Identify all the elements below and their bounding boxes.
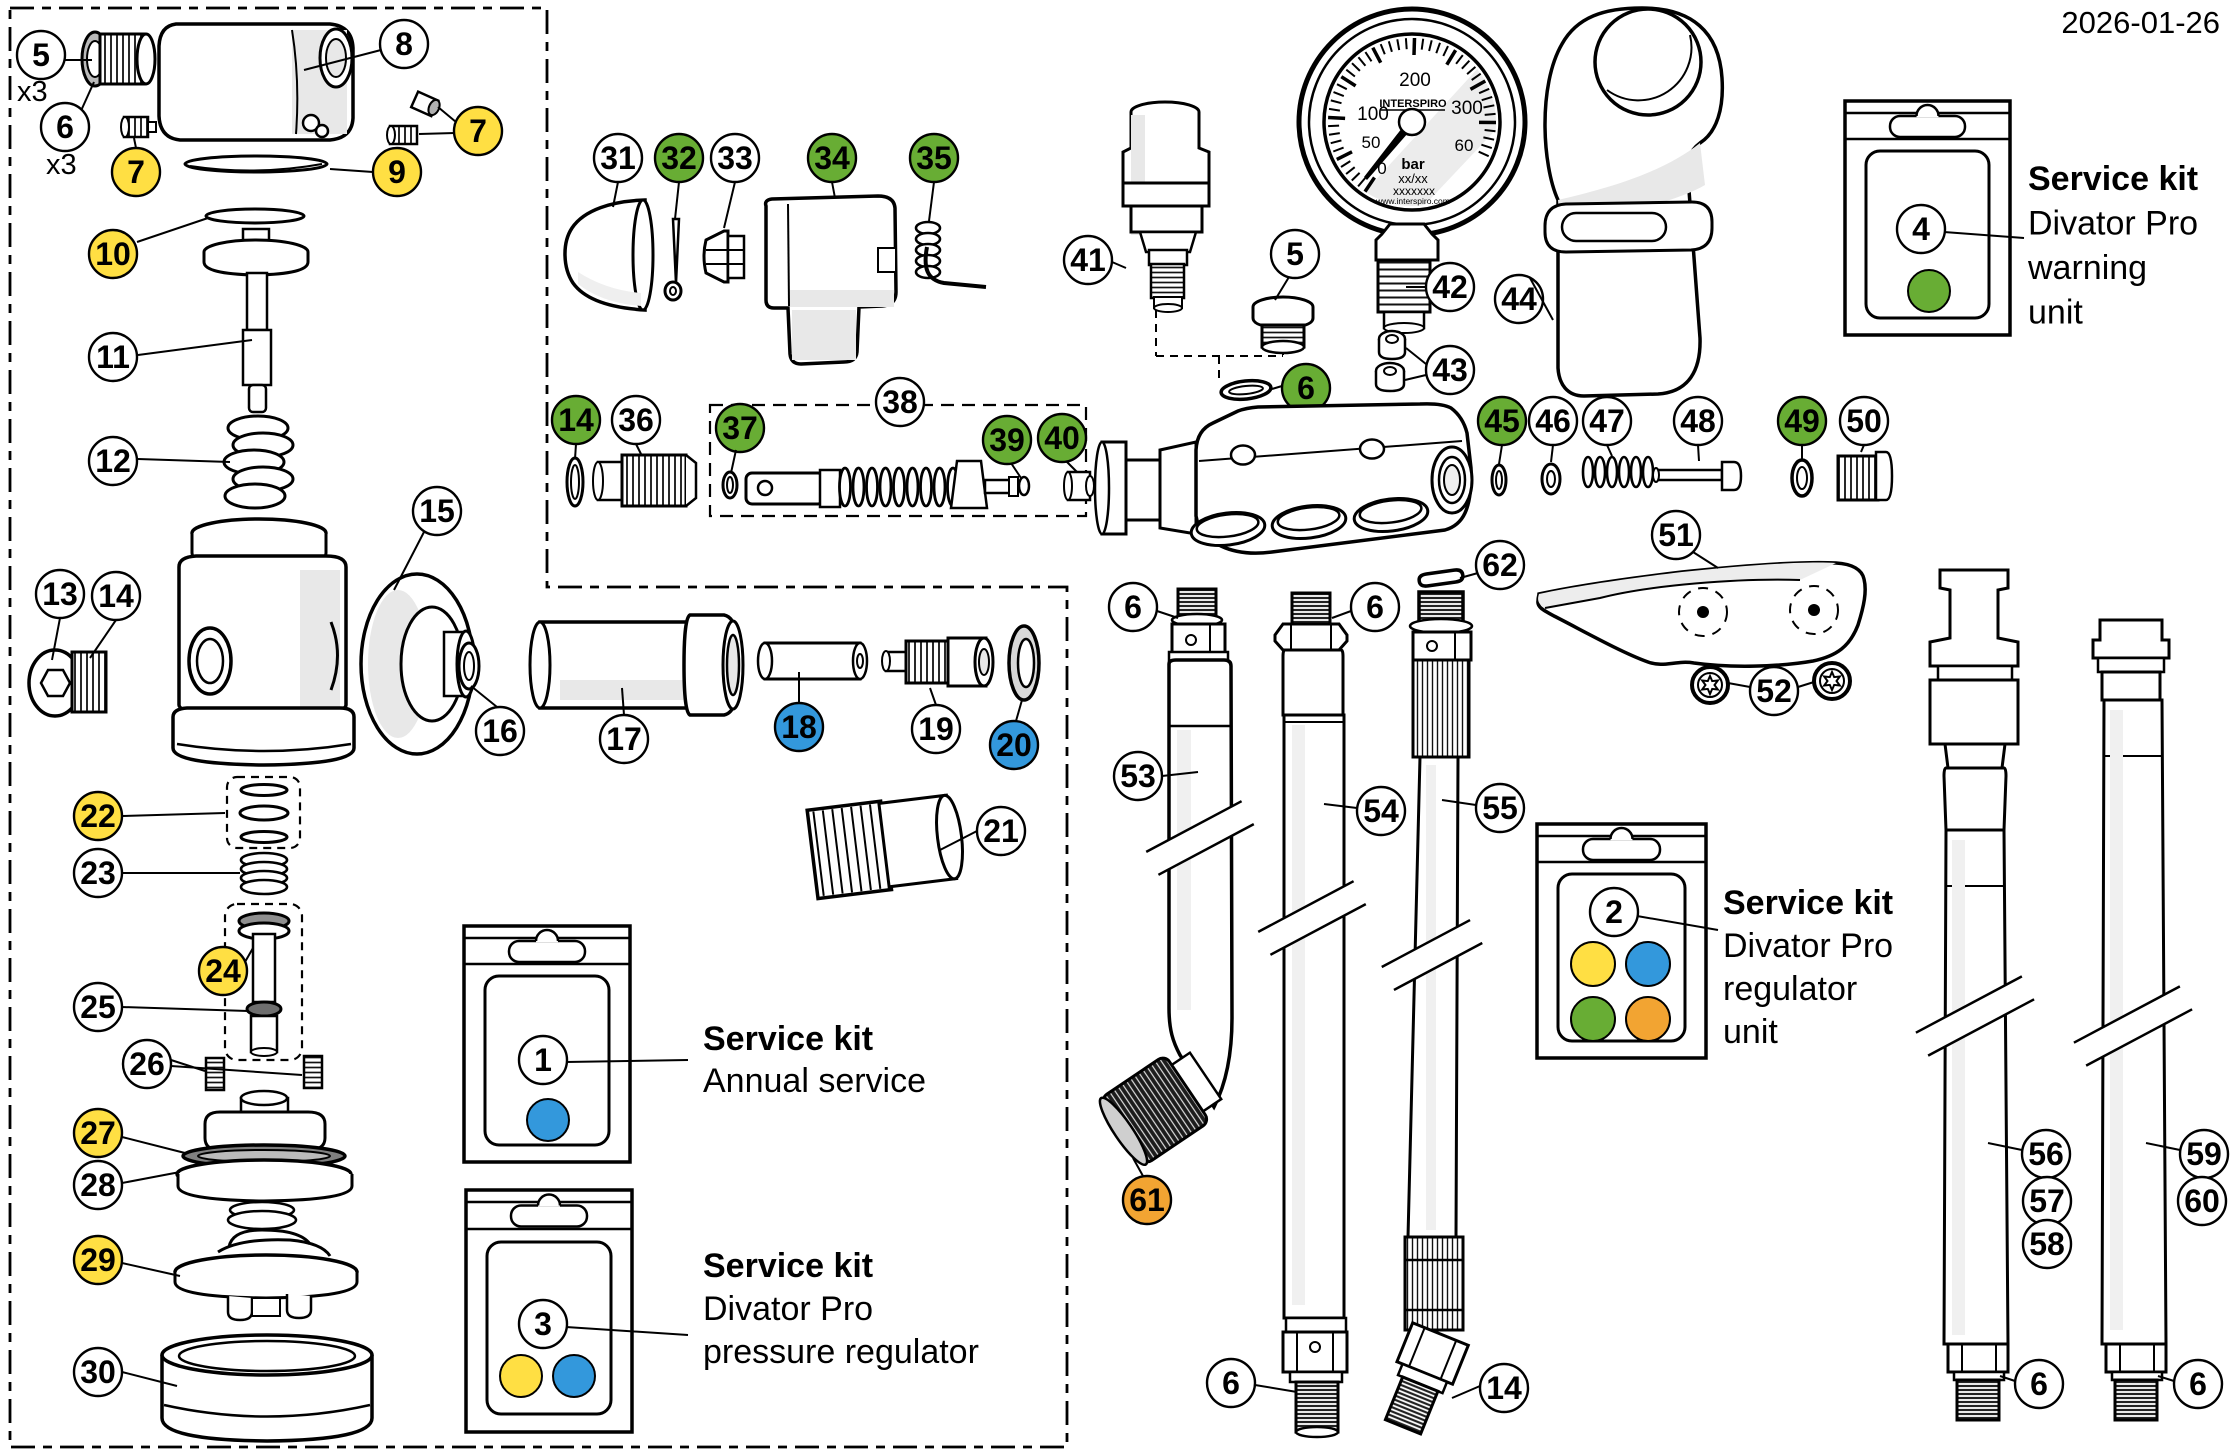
svg-text:28: 28 <box>80 1167 116 1203</box>
svg-text:2026-01-26: 2026-01-26 <box>2061 5 2220 40</box>
svg-text:warning: warning <box>2027 249 2147 287</box>
svg-text:47: 47 <box>1589 403 1625 439</box>
svg-text:6: 6 <box>56 109 74 145</box>
svg-text:43: 43 <box>1432 352 1468 388</box>
svg-text:57: 57 <box>2029 1183 2065 1219</box>
svg-text:200: 200 <box>1399 70 1431 91</box>
svg-text:100: 100 <box>1357 104 1389 125</box>
svg-text:33: 33 <box>717 140 753 176</box>
svg-text:3: 3 <box>534 1306 552 1342</box>
svg-text:61: 61 <box>1129 1182 1165 1218</box>
svg-text:x3: x3 <box>17 76 48 108</box>
svg-text:6: 6 <box>1366 589 1384 625</box>
svg-text:38: 38 <box>882 384 918 420</box>
svg-text:4: 4 <box>1912 211 1930 247</box>
svg-text:12: 12 <box>95 443 131 479</box>
svg-text:49: 49 <box>1784 403 1820 439</box>
svg-text:9: 9 <box>388 154 406 190</box>
svg-text:Annual service: Annual service <box>703 1062 926 1100</box>
svg-text:xxxxxxx: xxxxxxx <box>1393 184 1435 198</box>
svg-text:14: 14 <box>98 578 134 614</box>
svg-text:50: 50 <box>1846 403 1882 439</box>
svg-text:xx/xx: xx/xx <box>1398 171 1428 186</box>
svg-text:39: 39 <box>989 422 1025 458</box>
svg-text:31: 31 <box>600 140 636 176</box>
svg-text:14: 14 <box>1486 1370 1522 1406</box>
svg-text:20: 20 <box>996 727 1032 763</box>
svg-text:300: 300 <box>1451 98 1483 119</box>
svg-text:29: 29 <box>80 1242 116 1278</box>
svg-text:22: 22 <box>80 798 116 834</box>
svg-text:bar: bar <box>1401 156 1425 173</box>
svg-text:www.interspiro.com: www.interspiro.com <box>1375 196 1450 206</box>
svg-text:7: 7 <box>469 113 487 149</box>
svg-text:30: 30 <box>80 1354 116 1390</box>
svg-text:0: 0 <box>1377 159 1386 178</box>
svg-text:x3: x3 <box>46 149 77 181</box>
svg-text:unit: unit <box>1723 1013 1778 1051</box>
svg-text:24: 24 <box>205 953 241 989</box>
svg-text:41: 41 <box>1070 242 1106 278</box>
svg-text:62: 62 <box>1482 547 1518 583</box>
svg-text:44: 44 <box>1501 281 1537 317</box>
svg-text:17: 17 <box>606 721 642 757</box>
svg-text:6: 6 <box>2189 1366 2207 1402</box>
svg-text:32: 32 <box>661 140 697 176</box>
svg-text:5: 5 <box>32 37 50 73</box>
svg-text:Service kit: Service kit <box>2028 160 2198 198</box>
svg-text:46: 46 <box>1535 403 1571 439</box>
svg-text:Divator Pro: Divator Pro <box>2028 205 2198 243</box>
svg-text:Service kit: Service kit <box>1723 884 1893 922</box>
svg-text:16: 16 <box>482 713 518 749</box>
svg-text:INTERSPIRO: INTERSPIRO <box>1379 98 1447 110</box>
svg-text:18: 18 <box>781 709 817 745</box>
svg-text:13: 13 <box>42 576 78 612</box>
svg-text:6: 6 <box>2030 1366 2048 1402</box>
svg-text:Service kit: Service kit <box>703 1020 873 1058</box>
svg-text:26: 26 <box>129 1046 165 1082</box>
svg-text:55: 55 <box>1482 790 1518 826</box>
svg-text:6: 6 <box>1222 1365 1240 1401</box>
svg-text:pressure regulator: pressure regulator <box>703 1333 979 1371</box>
svg-text:54: 54 <box>1363 793 1399 829</box>
svg-text:15: 15 <box>419 493 455 529</box>
svg-text:59: 59 <box>2186 1136 2222 1172</box>
svg-text:23: 23 <box>80 855 116 891</box>
svg-text:8: 8 <box>395 26 413 62</box>
svg-text:21: 21 <box>983 813 1019 849</box>
svg-text:27: 27 <box>80 1115 116 1151</box>
svg-text:56: 56 <box>2028 1136 2064 1172</box>
svg-text:10: 10 <box>95 236 131 272</box>
svg-text:19: 19 <box>918 711 954 747</box>
svg-text:Service kit: Service kit <box>703 1247 873 1285</box>
svg-text:2: 2 <box>1605 894 1623 930</box>
svg-text:11: 11 <box>96 339 130 375</box>
svg-text:Divator Pro: Divator Pro <box>703 1290 873 1328</box>
svg-text:14: 14 <box>558 402 594 438</box>
svg-text:40: 40 <box>1044 420 1080 456</box>
svg-text:36: 36 <box>618 402 654 438</box>
svg-text:regulator: regulator <box>1723 970 1857 1008</box>
svg-text:6: 6 <box>1124 589 1142 625</box>
svg-text:37: 37 <box>722 410 758 446</box>
svg-text:7: 7 <box>127 154 145 190</box>
svg-text:Divator Pro: Divator Pro <box>1723 927 1893 965</box>
svg-text:34: 34 <box>814 140 850 176</box>
svg-text:60: 60 <box>2184 1183 2220 1219</box>
svg-text:35: 35 <box>916 140 952 176</box>
svg-text:51: 51 <box>1658 517 1694 553</box>
svg-text:unit: unit <box>2028 294 2083 332</box>
svg-text:52: 52 <box>1756 673 1792 709</box>
svg-text:6: 6 <box>1297 370 1315 406</box>
svg-text:42: 42 <box>1432 269 1468 305</box>
svg-text:58: 58 <box>2029 1226 2065 1262</box>
svg-text:25: 25 <box>80 989 116 1025</box>
svg-text:45: 45 <box>1484 403 1520 439</box>
svg-text:53: 53 <box>1120 758 1156 794</box>
svg-text:5: 5 <box>1286 236 1304 272</box>
svg-text:48: 48 <box>1680 403 1716 439</box>
svg-text:60: 60 <box>1455 136 1474 155</box>
svg-text:50: 50 <box>1362 133 1381 152</box>
svg-text:1: 1 <box>534 1042 552 1078</box>
